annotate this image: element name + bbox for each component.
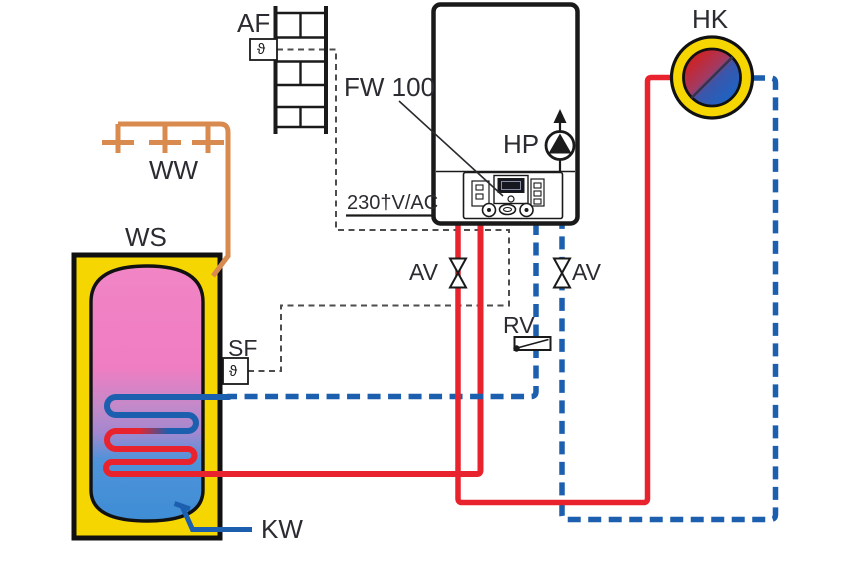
label-storage-sensor: SF: [228, 335, 258, 361]
cold-water-pipe: [173, 501, 252, 532]
storage-tank-vessel: [89, 264, 205, 523]
label-cold-water: KW: [261, 514, 303, 544]
label-power-supply: 230†V/AC: [347, 192, 439, 214]
outdoor-sensor-theta-symbol: ϑ: [257, 41, 266, 58]
return-pipe-heating-circuit-dashed: [559, 75, 779, 523]
storage-sensor-box: [222, 357, 249, 385]
label-heating-circuit: HK: [692, 4, 729, 34]
label-warm-water: WW: [149, 155, 199, 185]
tank-coil-return-blue: [104, 394, 232, 434]
check-valve-symbol: [513, 336, 552, 352]
label-storage-tank: WS: [125, 222, 167, 252]
electrical-wiring-dashed-line: [248, 48, 510, 372]
controller-pointer-line: [398, 100, 504, 197]
outdoor-sensor-box: [249, 38, 278, 61]
label-shutoff-valve-left: AV: [409, 259, 438, 285]
label-controller: FW 100: [344, 72, 436, 102]
boiler-control-panel: [462, 171, 564, 220]
pump-symbol: [544, 109, 576, 171]
tank-coil-flow-red: [103, 221, 484, 477]
label-outdoor-sensor: AF: [237, 8, 271, 38]
label-check-valve: RV: [503, 312, 535, 338]
tap-symbols: [102, 124, 224, 153]
return-pipe-tank-dashed: [227, 222, 539, 400]
boiler-body: [431, 2, 580, 226]
label-pump: HP: [503, 129, 540, 159]
storage-sensor-theta-symbol: ϑ: [229, 363, 238, 380]
warm-water-pipe: [102, 121, 231, 278]
heating-circuit-symbol: [669, 35, 755, 120]
shutoff-valve-left: [448, 257, 468, 289]
shutoff-valve-right: [552, 257, 572, 289]
label-shutoff-valve-right: AV: [572, 259, 601, 285]
outdoor-wall-bricks: [273, 6, 328, 134]
flow-pipe-heating-circuit-red: [455, 74, 673, 506]
